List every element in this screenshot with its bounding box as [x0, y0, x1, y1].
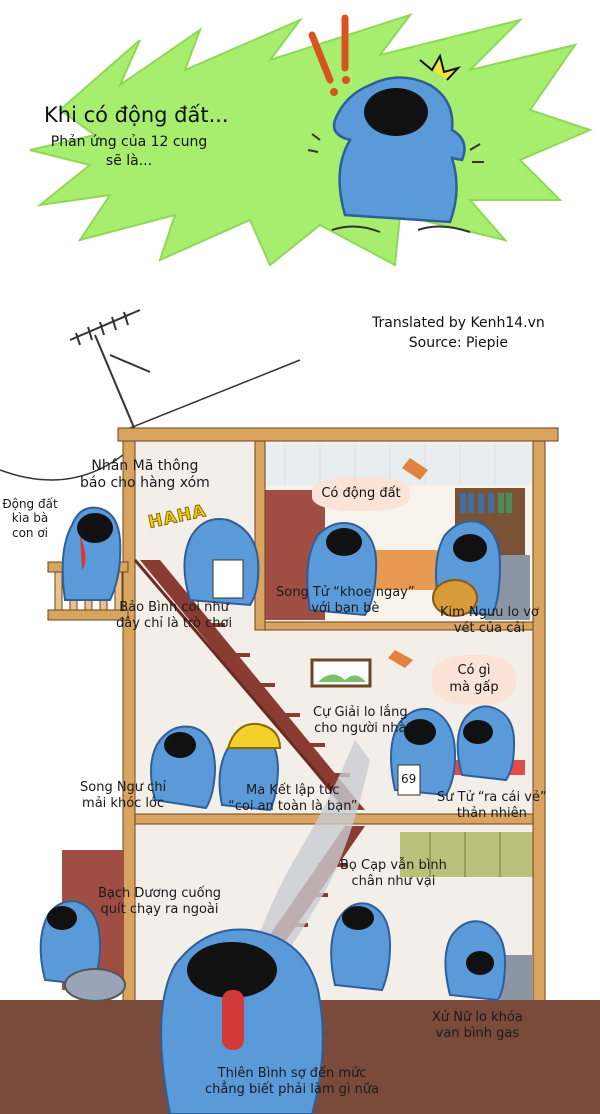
tv-antenna	[0, 309, 301, 481]
caption-bo-cap: Bọ Cạp vẫn bình chân như vại	[340, 858, 447, 889]
sign-number: 69	[401, 772, 417, 786]
translated-credit: Translated by Kenh14.vn	[372, 315, 545, 331]
comic-title: Khi có động đất...	[44, 103, 229, 127]
caption-nhan-ma: Nhân Mã thông báo cho hàng xóm	[80, 458, 210, 491]
bubble-dong-dat-kia: Động đất kìa bà con ơi	[2, 497, 58, 540]
credits: Translated by Kenh14.vn Source: Piepie	[372, 313, 545, 354]
caption-cu-giai: Cự Giải lo lắng cho người nhà	[313, 705, 408, 736]
caption-song-ngu: Song Ngư chỉ mải khóc lóc	[80, 780, 167, 811]
caption-bao-binh: Bảo Bình coi như đây chỉ là trò chơi	[116, 600, 233, 631]
caption-su-tu: Sư Tử “ra cái vẻ” thản nhiên	[437, 790, 547, 821]
comic-subtitle: Phản ứng của 12 cung sẽ là...	[50, 134, 208, 169]
bubble-co-dong-dat: Có động đất	[312, 477, 410, 511]
caption-song-tu: Song Tử “khoe ngay” với bạn bè	[276, 585, 415, 616]
characters	[39, 506, 516, 1114]
caption-kim-nguu: Kim Ngưu lo vơ vét của cải	[440, 605, 539, 636]
caption-bach-duong: Bạch Dương cuống quít chạy ra ngoài	[98, 886, 222, 917]
caption-xu-nu: Xử Nữ lo khóa van bình gas	[432, 1010, 523, 1041]
screaming-character	[307, 76, 484, 233]
caption-ma-ket: Ma Kết lập tức “coi an toàn là bạn”	[228, 783, 358, 814]
bubble-co-gi-ma-gap: Có gì mà gấp	[432, 655, 516, 705]
source-credit: Source: Piepie	[408, 335, 509, 352]
exclamation-marks	[308, 14, 462, 96]
caption-thien-binh: Thiên Bình sợ đến mức chẳng biết phải là…	[205, 1066, 380, 1097]
